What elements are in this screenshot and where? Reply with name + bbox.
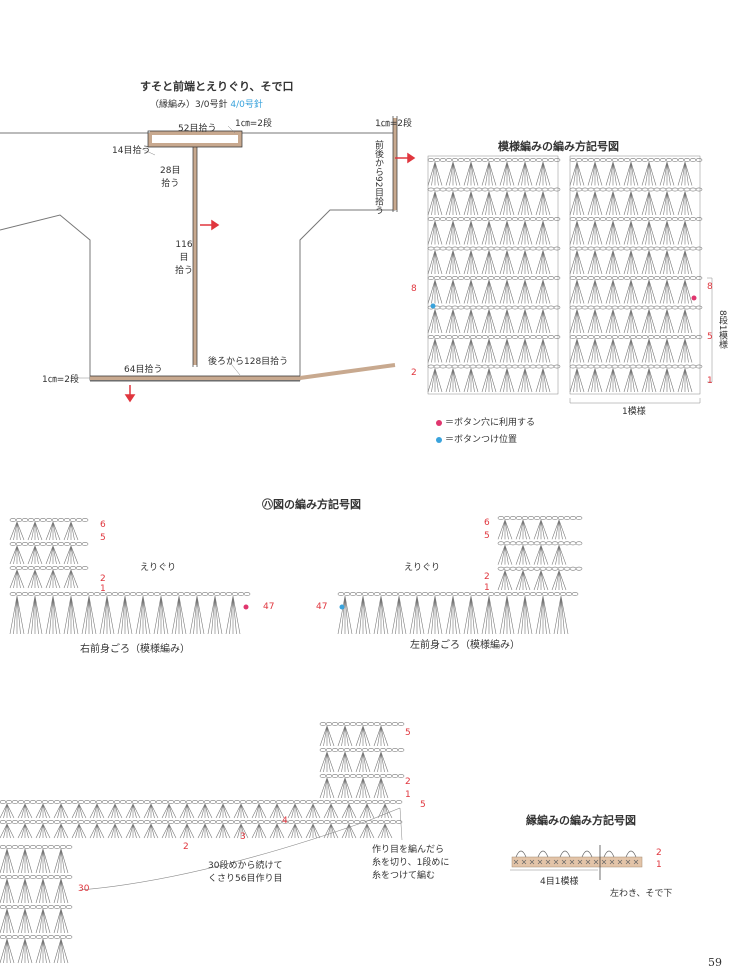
one-pattern-label: 1模様 [622, 407, 646, 417]
row-8-left: 8 [411, 284, 417, 294]
right-front-label: 右前身ごろ（模様編み） [80, 644, 190, 655]
ha-r47b: 47 [316, 602, 328, 612]
legend-blue: ＝ボタンつけ位置 [436, 432, 517, 445]
bot-r2: 2 [405, 777, 411, 787]
needle-size-a: （縁編み）3/0号針 [150, 100, 228, 110]
garment-title: すそと前端とえりぐり、そで口 [140, 80, 294, 93]
pattern-chart-grid [427, 155, 701, 395]
label-116: 116 目 拾う [175, 240, 194, 276]
label-28: 28目 拾う [160, 166, 181, 189]
ha-r5b: 5 [484, 531, 490, 541]
bottom-note-b: 作り目を編んだら 糸を切り、1段めに 糸をつけて編む [372, 845, 450, 881]
eri-left: えりぐり [140, 563, 177, 573]
bot-r3: 3 [240, 832, 246, 842]
bottom-note-a: 30段めから続けて くさり56目作り目 [208, 861, 283, 884]
ha-r2a: 2 [100, 574, 106, 584]
pink-dot-icon [436, 419, 442, 426]
ha-r2b: 2 [484, 572, 490, 582]
ha-r1a: 1 [100, 584, 106, 594]
label-1cm-c: 1㎝=2段 [42, 375, 79, 385]
row-5-right: 5 [707, 332, 713, 342]
bot-r5a: 5 [405, 728, 411, 738]
label-14: 14目拾う [112, 146, 151, 156]
edging-title: 縁編みの編み方記号図 [526, 814, 636, 827]
label-92: 前後から92目拾う [373, 140, 383, 215]
bot-r4: 4 [282, 816, 288, 826]
label-128: 後ろから128目拾う [208, 357, 289, 367]
page-number: 59 [708, 956, 722, 969]
label-64: 64目拾う [124, 365, 163, 375]
eri-right: えりぐり [404, 563, 441, 573]
bot-r2b: 2 [183, 842, 189, 852]
edge-repeat: 4目1模様 [540, 877, 579, 887]
row-2-left: 2 [411, 368, 417, 378]
row-1-right: 1 [707, 376, 713, 386]
ha-r1b: 1 [484, 583, 490, 593]
label-52: 52目拾う [178, 124, 217, 134]
ha-r47a: 47 [263, 602, 275, 612]
ha-r6b: 6 [484, 518, 490, 528]
edge-side: 左わき、そで下 [610, 889, 673, 899]
label-1cm-b: 1㎝=2段 [375, 119, 412, 129]
bot-r5b: 5 [420, 800, 426, 810]
edge-r1: 1 [656, 860, 662, 870]
needle-size-b: 4/0号針 [230, 100, 263, 110]
blue-dot-icon [436, 436, 442, 443]
row-8-right: 8 [707, 282, 713, 292]
bot-r1: 1 [405, 790, 411, 800]
garment-subtitle: （縁編み）3/0号針 4/0号針 [150, 97, 263, 110]
ha-r6a: 6 [100, 520, 106, 530]
repeat-label: 8段1模様 [717, 310, 727, 349]
bot-r30: 30 [78, 884, 90, 894]
ha-r5a: 5 [100, 533, 106, 543]
left-front-label: 左前身ごろ（模様編み） [410, 640, 520, 651]
edge-r2: 2 [656, 848, 662, 858]
legend-pink: ＝ボタン穴に利用する [436, 415, 535, 428]
section-ha-title: ㋩図の編み方記号図 [262, 498, 361, 511]
pattern-title: 模様編みの編み方記号図 [498, 140, 619, 153]
label-1cm-a: 1㎝=2段 [235, 119, 272, 129]
